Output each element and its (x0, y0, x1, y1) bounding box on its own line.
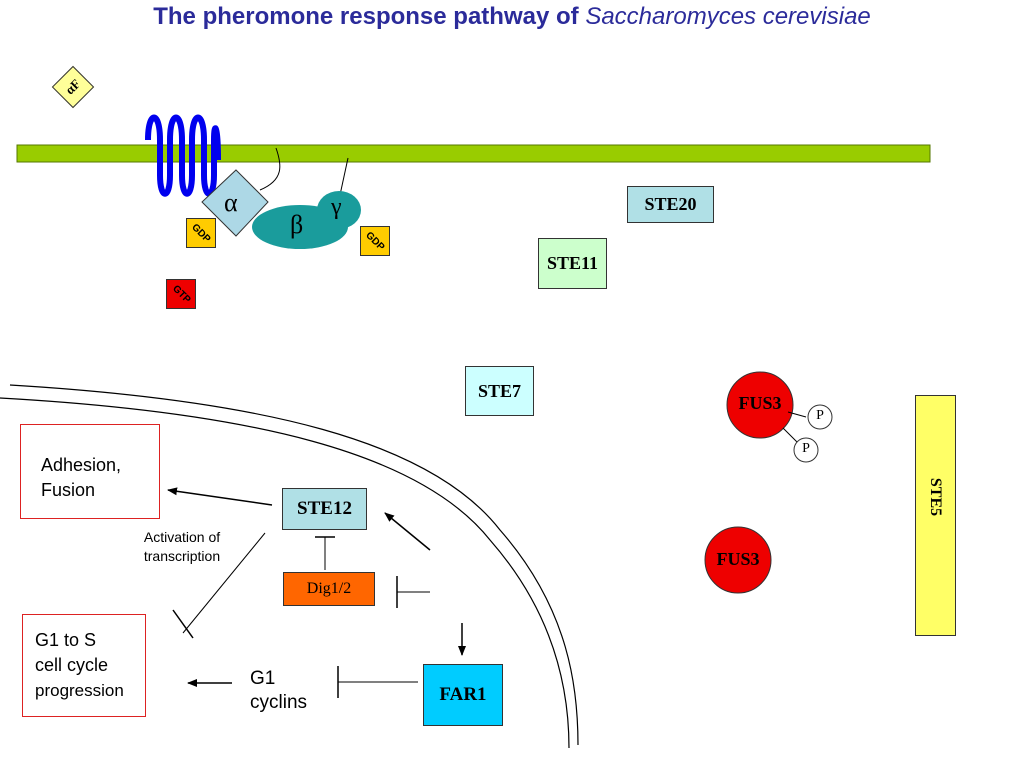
phosphate-circle-2 (793, 437, 819, 463)
gdp-left-label: GDP (189, 221, 213, 245)
phosphate-connector-2 (782, 427, 798, 443)
inhibit-ste12-cellcycle-bar (172, 609, 194, 639)
gtp-badge: GTP (166, 279, 196, 309)
alpha-factor-label: αF (61, 75, 84, 98)
title-bold: The pheromone response pathway of (153, 3, 579, 30)
ste7-box: STE7 (465, 366, 534, 416)
alpha-label: α (224, 188, 238, 217)
cell-cycle-box: G1 to S cell cycle progression (22, 614, 146, 717)
plasma-membrane (16, 144, 931, 163)
cell-cycle-line2: cell cycle (35, 655, 109, 675)
phosphate-circle-1 (807, 404, 833, 430)
ste20-box: STE20 (627, 186, 714, 223)
arrow-ste12-adhesion (167, 487, 273, 506)
ste7-label: STE7 (477, 380, 522, 401)
phosphate-label-2: P (802, 441, 810, 456)
far1-box: FAR1 (423, 664, 503, 726)
g1-cyclins-label: G1 cyclins (250, 668, 308, 713)
phosphate-label-1: P (816, 408, 824, 423)
far1-label: FAR1 (439, 684, 487, 705)
title-italic: Saccharomyces cerevisiae (585, 3, 871, 30)
adhesion-label: Adhesion, Fusion (41, 455, 122, 500)
ste11-label: STE11 (546, 253, 599, 273)
dig12-box: Dig1/2 (283, 572, 375, 606)
ste5-scaffold (915, 395, 956, 636)
fus3-circle (704, 526, 772, 594)
gtp-label: GTP (169, 282, 193, 306)
alpha-subunit (201, 169, 269, 237)
dig12-label: Dig1/2 (306, 580, 352, 597)
receptor-icon (145, 114, 221, 197)
nuclear-envelope-outer (9, 384, 579, 746)
phosphate-connector-1 (787, 411, 807, 418)
alpha-lipid-anchor (259, 147, 281, 191)
gamma-label: γ (331, 194, 342, 220)
nuclear-envelope-inner (0, 397, 570, 749)
adhesion-box: Adhesion, Fusion (20, 424, 160, 519)
fus3-label: FUS3 (716, 549, 760, 569)
page-title: The pheromone response pathway of Saccha… (0, 2, 1024, 32)
gdp-badge-left: GDP (186, 218, 216, 248)
arrow-into-ste12 (384, 512, 431, 551)
gamma-lipid-anchor (339, 157, 349, 196)
fus3-phospho-circle (726, 371, 794, 439)
beta-label: β (290, 210, 304, 239)
gdp-right-label: GDP (363, 229, 387, 253)
gdp-badge-right: GDP (360, 226, 390, 256)
inhibit-ste12-cellcycle (182, 532, 266, 634)
ste12-box: STE12 (282, 488, 367, 530)
ste20-label: STE20 (644, 194, 697, 214)
cell-cycle-line1: G1 to S (35, 630, 97, 650)
cell-cycle-line3: progression (35, 681, 124, 700)
fus3-phospho-label: FUS3 (738, 393, 782, 413)
gamma-subunit (317, 191, 361, 229)
ste12-label: STE12 (297, 498, 352, 519)
activation-label: Activation of transcription (143, 529, 221, 564)
ste5-label: STE5 (927, 477, 944, 517)
ste11-box: STE11 (538, 238, 607, 289)
